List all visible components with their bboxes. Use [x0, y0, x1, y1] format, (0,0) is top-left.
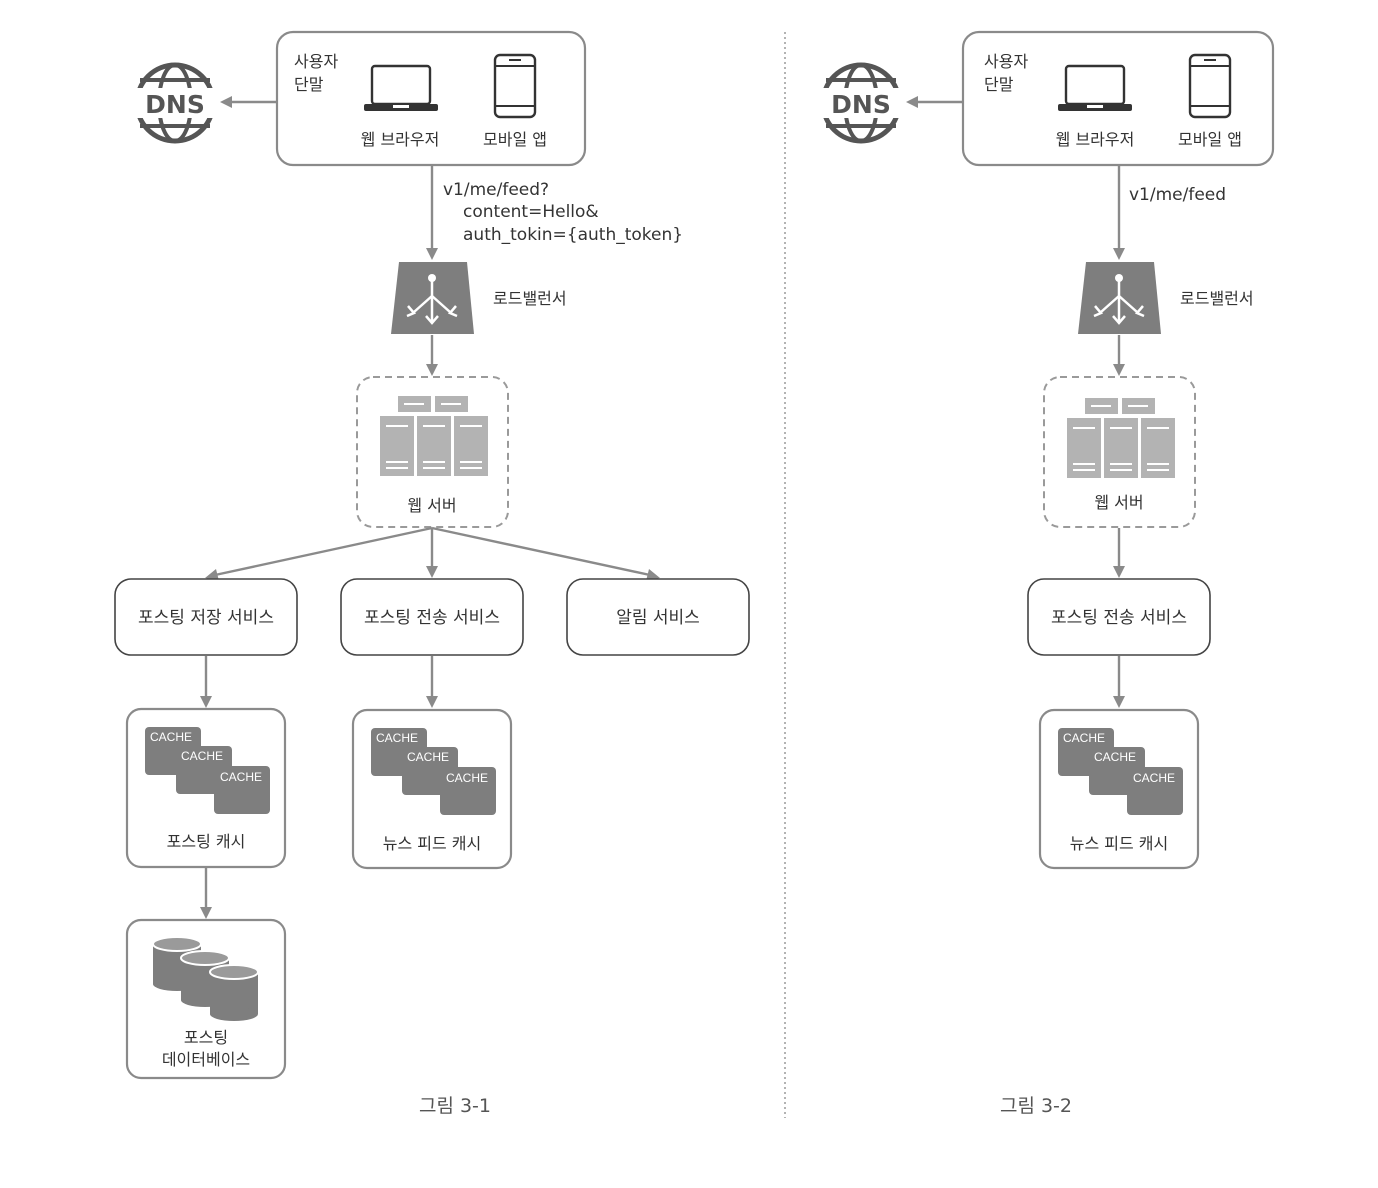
arrow-web-to-store	[214, 526, 433, 577]
mobile-phone-icon	[493, 53, 537, 119]
cache-label: CACHE	[220, 770, 262, 784]
web-browser-label: 웹 브라우저	[1056, 130, 1135, 149]
arrowhead	[426, 364, 438, 376]
client-label-line2: 단말	[294, 75, 324, 94]
arrow-web-to-notification	[431, 526, 651, 577]
cache-label: CACHE	[1094, 750, 1136, 764]
cache-label: CACHE	[150, 730, 192, 744]
load-balancer-icon	[1078, 262, 1161, 334]
figure-3-2: DNS 사용자 단말 웹 브라우저 모바일 앱 v1/me/feed	[819, 30, 1275, 1117]
post-fanout-service-label: 포스팅 전송 서비스	[364, 608, 500, 628]
newsfeed-cache-label: 뉴스 피드 캐시	[383, 834, 482, 853]
arrowhead	[200, 907, 212, 919]
arrowhead	[220, 96, 232, 108]
cache-label: CACHE	[376, 731, 418, 745]
web-server-label: 웹 서버	[407, 496, 456, 515]
cache-label: CACHE	[407, 750, 449, 764]
arrowhead	[426, 566, 438, 578]
cache-stack-icon: CACHE CACHE CACHE	[371, 728, 496, 815]
figure-caption: 그림 3-2	[1000, 1095, 1072, 1117]
newsfeed-cache-label: 뉴스 피드 캐시	[1070, 834, 1169, 853]
web-server-label: 웹 서버	[1094, 493, 1143, 512]
cache-stack-icon: CACHE CACHE CACHE	[145, 727, 270, 814]
mobile-phone-icon	[1188, 53, 1232, 119]
notification-service-box	[566, 578, 750, 656]
request-url-line1: v1/me/feed	[1129, 185, 1226, 205]
request-url-line3: auth_tokin={auth_token}	[463, 225, 683, 245]
figure-3-1: DNS 사용자 단말 웹 브라우저 모바일 앱 v1/me/feed? cont…	[114, 30, 750, 1117]
post-fanout-service-box	[340, 578, 524, 656]
client-label-line1: 사용자	[984, 52, 1028, 71]
cache-stack-icon: CACHE CACHE CACHE	[1058, 728, 1183, 815]
cache-label: CACHE	[446, 771, 488, 785]
dns-globe-icon: DNS	[819, 62, 903, 144]
post-cache-label: 포스팅 캐시	[167, 832, 246, 851]
dns-label: DNS	[145, 90, 205, 119]
arrowhead	[426, 696, 438, 708]
arrowhead	[1113, 364, 1125, 376]
arrowhead	[205, 569, 219, 581]
post-fanout-service-box	[1027, 578, 1211, 656]
mobile-app-label: 모바일 앱	[483, 130, 547, 149]
arrowhead	[1113, 696, 1125, 708]
laptop-icon	[364, 64, 438, 111]
post-db-label-line1: 포스팅	[184, 1028, 228, 1047]
arrowhead	[426, 248, 438, 260]
cache-label: CACHE	[1063, 731, 1105, 745]
arrowhead	[1113, 248, 1125, 260]
load-balancer-label: 로드밸런서	[1180, 289, 1254, 308]
figure-caption: 그림 3-1	[419, 1095, 491, 1117]
dns-globe-icon: DNS	[133, 62, 217, 144]
post-fanout-service-label: 포스팅 전송 서비스	[1051, 608, 1187, 628]
notification-service-label: 알림 서비스	[616, 608, 700, 628]
dns-label: DNS	[831, 90, 891, 119]
post-store-service-label: 포스팅 저장 서비스	[138, 608, 274, 628]
arrowhead	[1113, 566, 1125, 578]
load-balancer-icon	[391, 262, 474, 334]
load-balancer-label: 로드밸런서	[493, 289, 567, 308]
server-rack-icon	[380, 396, 488, 476]
mobile-app-label: 모바일 앱	[1178, 130, 1242, 149]
client-label-line2: 단말	[984, 75, 1014, 94]
arrowhead	[906, 96, 918, 108]
web-browser-label: 웹 브라우저	[361, 130, 440, 149]
request-url-line2: content=Hello&	[463, 202, 599, 222]
post-store-service-box	[114, 578, 298, 656]
client-label-line1: 사용자	[294, 52, 338, 71]
post-db-label-line2: 데이터베이스	[162, 1050, 250, 1069]
server-rack-icon	[1067, 398, 1175, 478]
arrowhead	[646, 569, 660, 581]
arrowhead	[200, 696, 212, 708]
database-icon	[152, 936, 259, 1021]
cache-label: CACHE	[181, 749, 223, 763]
request-url-line1: v1/me/feed?	[443, 180, 549, 200]
laptop-icon	[1058, 64, 1132, 111]
cache-label: CACHE	[1133, 771, 1175, 785]
